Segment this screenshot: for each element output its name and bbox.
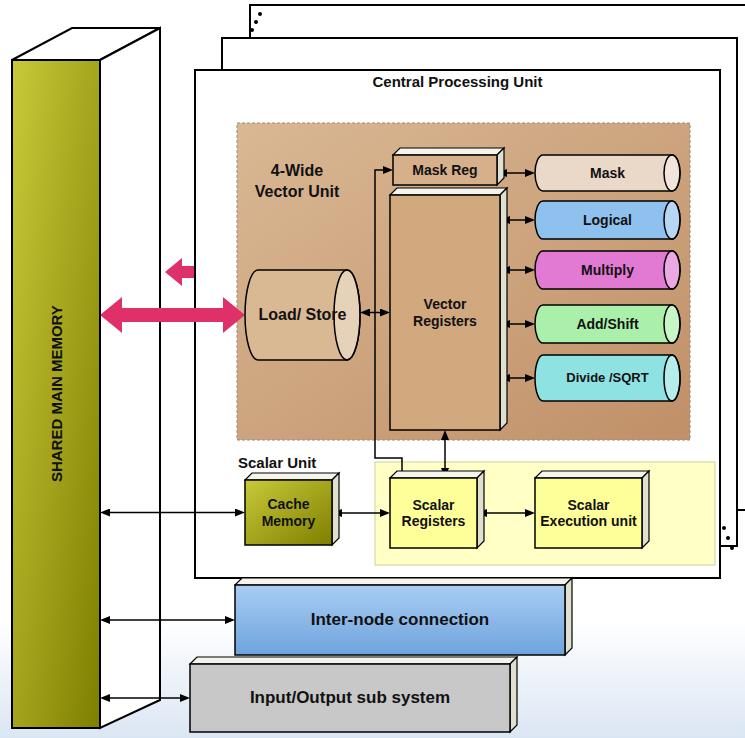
box-label: Logical bbox=[583, 212, 632, 228]
cpu-box-background bbox=[195, 70, 720, 578]
logical-pipe: Logical bbox=[535, 201, 680, 239]
load-store-unit: Load/ Store bbox=[245, 270, 360, 360]
box-top bbox=[390, 188, 507, 195]
region-heading: Central Processing Unit bbox=[195, 73, 720, 90]
connector bbox=[110, 697, 180, 699]
vector-registers: Vector Registers bbox=[390, 195, 500, 430]
box-side bbox=[510, 657, 517, 732]
cylinder-cap bbox=[664, 201, 680, 239]
box-side bbox=[332, 473, 339, 545]
box-side bbox=[642, 471, 649, 548]
box-top bbox=[393, 148, 504, 155]
box-label: Scalar Registers bbox=[395, 497, 472, 529]
box-face bbox=[393, 155, 497, 185]
box-face bbox=[390, 195, 500, 430]
cylinder-body bbox=[535, 251, 680, 289]
cylinder-cap bbox=[664, 251, 680, 289]
connector bbox=[510, 377, 525, 379]
box-top bbox=[535, 471, 649, 478]
box-label: Mask Reg bbox=[412, 162, 477, 178]
scalar-execution-unit: Scalar Execution unit bbox=[535, 478, 642, 548]
cpu-box: Central Processing Unit 4-Wide Vector Uni… bbox=[195, 70, 720, 578]
box-top bbox=[190, 657, 517, 664]
box-side bbox=[497, 148, 504, 185]
cylinder-cap bbox=[664, 155, 680, 191]
scalar-unit-region: Scalar UnitScalar RegistersScalar Execut… bbox=[375, 462, 715, 565]
box-label: Multiply bbox=[581, 262, 634, 278]
memory-data-arrow bbox=[122, 308, 223, 322]
connector bbox=[510, 219, 525, 221]
box-label: Vector Registers bbox=[395, 296, 495, 328]
multiply-pipe: Multiply bbox=[535, 251, 680, 289]
cylinder-cap bbox=[664, 305, 680, 343]
box-label: Divide /SQRT bbox=[566, 371, 648, 386]
connector bbox=[342, 512, 380, 514]
connector bbox=[507, 172, 525, 174]
box-label: Inter-node connection bbox=[311, 610, 490, 630]
cylinder-body bbox=[535, 155, 680, 191]
region-heading: Scalar Unit bbox=[238, 454, 316, 471]
box-side bbox=[500, 188, 507, 430]
connector bbox=[487, 512, 525, 514]
memory-band: SHARED MAIN MEMORY bbox=[12, 60, 100, 728]
vector-unit-region: 4-Wide Vector Unit Mask Reg MaskLogicalMul… bbox=[237, 123, 690, 440]
region-heading: 4-Wide Vector Unit bbox=[247, 161, 347, 203]
box-top bbox=[390, 471, 484, 478]
mask-register: Mask Reg bbox=[393, 155, 497, 185]
connector bbox=[110, 512, 235, 514]
cylinder-body bbox=[535, 201, 680, 239]
box-label: Mask bbox=[590, 165, 625, 181]
add-shift-pipe: Add/Shift bbox=[535, 305, 680, 343]
cylinder-body bbox=[535, 305, 680, 343]
cylinder-body bbox=[535, 355, 680, 401]
scalar-registers: Scalar Registers bbox=[390, 478, 477, 548]
cylinder-body bbox=[245, 270, 360, 360]
vector-unit-region-background bbox=[237, 123, 690, 440]
connector bbox=[110, 619, 225, 621]
scalar-unit-region-background bbox=[375, 462, 715, 565]
connector bbox=[510, 269, 525, 271]
box-label: Add/Shift bbox=[576, 316, 638, 332]
connector bbox=[444, 440, 446, 468]
box-face bbox=[390, 478, 477, 548]
box-label: SHARED MAIN MEMORY bbox=[47, 306, 64, 483]
box-side bbox=[565, 578, 572, 655]
cylinder-cap bbox=[664, 355, 680, 401]
box-label: Scalar Execution unit bbox=[540, 497, 637, 529]
connector bbox=[510, 323, 525, 325]
box-face bbox=[535, 478, 642, 548]
box-face bbox=[12, 60, 100, 728]
io-subsystem: Input/Output sub system bbox=[190, 664, 510, 732]
box-face bbox=[190, 664, 510, 732]
box-top bbox=[235, 578, 572, 585]
memory-side-face bbox=[100, 28, 160, 728]
mask-pipe: Mask bbox=[535, 155, 680, 191]
box-label: Cache Memory bbox=[250, 496, 327, 528]
box-face bbox=[235, 585, 565, 655]
box-face bbox=[245, 480, 332, 545]
box-top bbox=[245, 473, 339, 480]
box-side bbox=[477, 471, 484, 548]
box-label: Input/Output sub system bbox=[250, 688, 450, 708]
box-label: Load/ Store bbox=[258, 306, 346, 324]
inter-node-connection: Inter-node connection bbox=[235, 585, 565, 655]
cache-memory: Cache Memory bbox=[245, 480, 332, 545]
divide-sqrt-pipe: Divide /SQRT bbox=[535, 355, 680, 401]
